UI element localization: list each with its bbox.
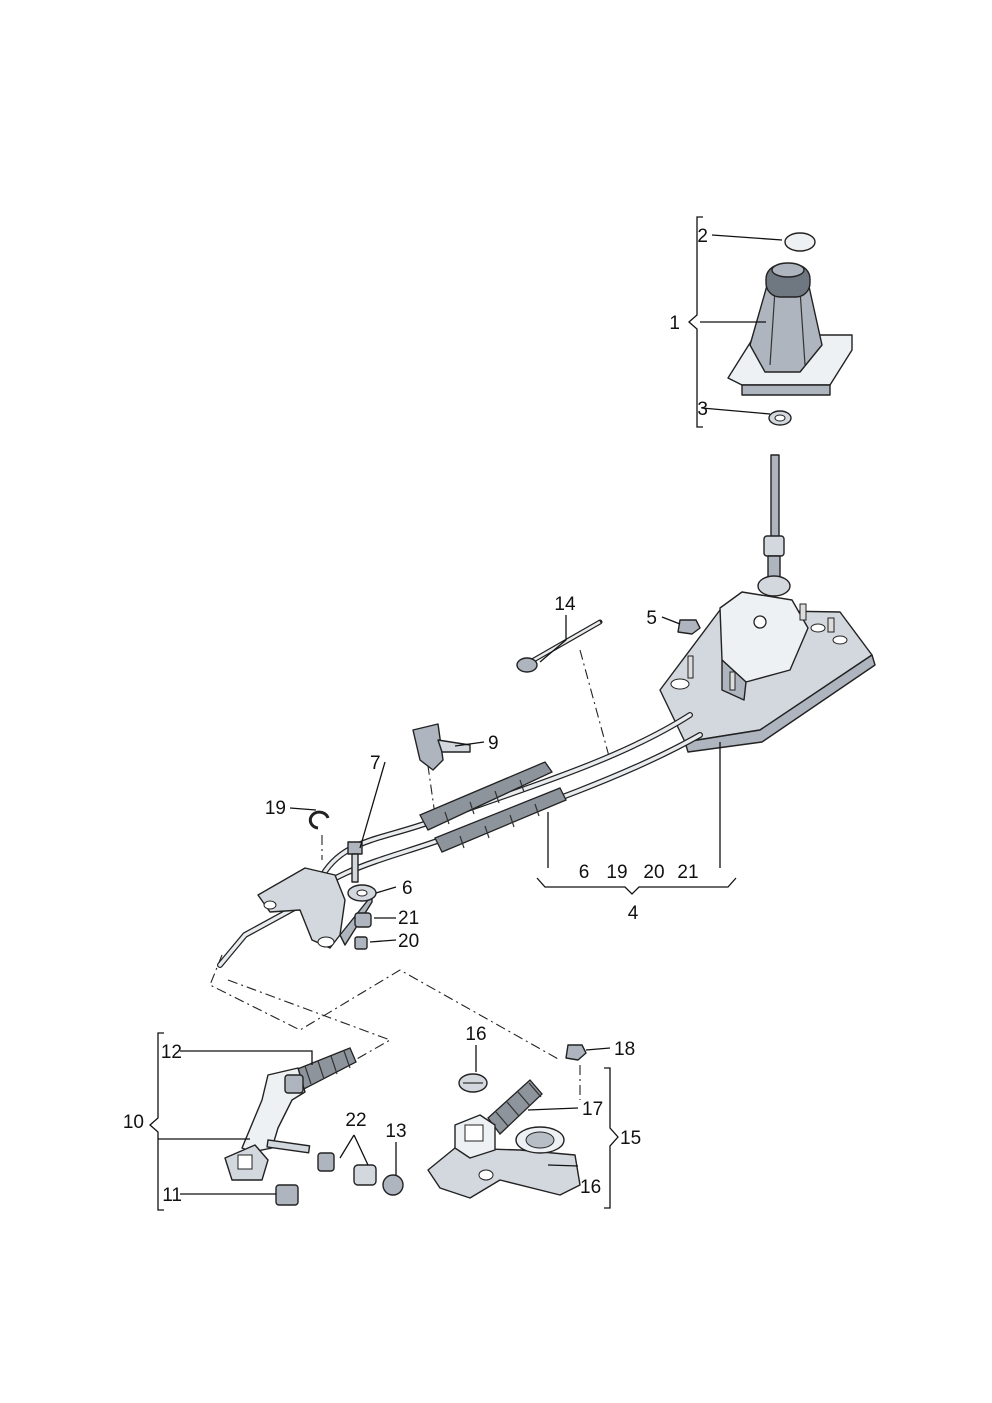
callout-20-cable: 20: [643, 862, 664, 883]
callout-11: 11: [162, 1185, 182, 1206]
callout-12: 12: [161, 1042, 182, 1063]
linkage-body: [427, 1147, 581, 1199]
callout-3: 3: [697, 399, 708, 420]
callout-15: 15: [620, 1128, 641, 1149]
gear-knob-assembly: [727, 232, 853, 426]
shift-lever: [770, 454, 780, 546]
callout-9: 9: [488, 733, 499, 754]
selector-lever-assembly: [224, 1047, 404, 1206]
callout-21-bracket: 21: [398, 908, 419, 929]
callout-18: 18: [614, 1039, 635, 1060]
bolt-small: [354, 936, 368, 950]
callout-10: 10: [123, 1112, 144, 1133]
shift-housing: [659, 454, 876, 753]
callout-21-cable: 21: [677, 862, 698, 883]
callout-19-clip: 19: [265, 798, 286, 819]
shift-linkage-assembly: [427, 1044, 587, 1199]
callout-13: 13: [385, 1121, 406, 1142]
clip-and-tie: [412, 619, 603, 771]
clip-bracket: [412, 723, 444, 771]
assembly-guide-lines: [209, 649, 611, 1100]
callout-17: 17: [582, 1099, 603, 1120]
callout-22: 22: [345, 1110, 366, 1131]
callout-6-bracket: 6: [402, 878, 413, 899]
callout-14: 14: [554, 594, 576, 615]
callout-16-bottom: 16: [580, 1177, 601, 1198]
leader-lines: [158, 234, 783, 1195]
grouping-brackets: [149, 216, 737, 1211]
callout-20-bracket: 20: [398, 931, 419, 952]
callout-5: 5: [646, 608, 657, 629]
callout-2: 2: [697, 226, 708, 247]
callout-19-cable: 19: [606, 862, 627, 883]
circlip: [308, 810, 330, 830]
slider-pad: [275, 1184, 299, 1206]
cable-bracket: [257, 810, 377, 950]
hex-nut: [565, 1044, 587, 1061]
hex-bolt: [347, 841, 363, 855]
flange-nut: [677, 619, 701, 635]
bushing: [354, 912, 372, 928]
cap-nut: [382, 1174, 404, 1196]
callout-labels: 1 2 3 4 5 6 6 7 9 10 11 12 13 14 15 16 1…: [123, 226, 708, 1206]
callout-7: 7: [370, 753, 381, 774]
callout-1: 1: [669, 313, 680, 334]
callout-4: 4: [628, 903, 639, 924]
callout-6-cable: 6: [579, 862, 590, 883]
knob-cap: [784, 232, 816, 252]
callout-16-top: 16: [465, 1024, 486, 1045]
